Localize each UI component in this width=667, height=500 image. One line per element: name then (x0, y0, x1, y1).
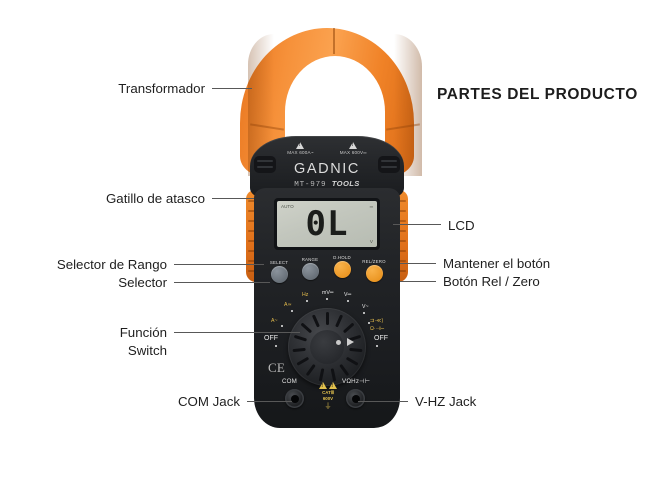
callout-gatillo-de-atasco: Gatillo de atasco (105, 191, 205, 206)
callout-funcion-switch-line2: Switch (127, 343, 167, 358)
callout-com-jack: COM Jack (177, 394, 240, 409)
range-button-label: RANGE (301, 257, 319, 262)
dial-mark-hz: Hz (302, 292, 309, 298)
cat-category-text: CATⅢ (322, 390, 334, 395)
ce-mark-icon: C E (268, 360, 285, 375)
rel-zero-button[interactable]: REL/ZERO (361, 259, 387, 282)
dial-mark-off-right: OFF (374, 335, 388, 342)
leader-transformador (212, 88, 252, 89)
cat-voltage-text: 600V (322, 396, 334, 401)
max-voltage-rating: MAX 600V═ (340, 142, 367, 156)
max-current-rating: MAX 600A~ (287, 142, 314, 156)
warning-triangle-icon (319, 382, 327, 389)
dial-tick-ohm (368, 322, 370, 324)
lcd-segment-unit: V (369, 239, 373, 244)
cat-rating-warning: CATⅢ 600V ⏚ (313, 382, 343, 410)
callout-mantener-el-boton: Mantener el botón (443, 256, 551, 271)
leader-selector-de-rango (174, 264, 264, 265)
lcd-segment-auto: AUTO (281, 204, 294, 209)
jaw-seam-top (333, 28, 335, 54)
function-switch-area: Hz mV═ V═ A≃ V~ A~ ⇉·≪) Ω·⊣⊢ OFF OFF (262, 290, 392, 398)
warning-triangle-icon (296, 142, 305, 149)
dial-mark-diode: ⇉·≪) (370, 318, 384, 324)
callout-selector-de-rango: Selector de Rango (56, 257, 167, 272)
max-voltage-text: MAX 600V═ (339, 150, 367, 155)
warning-triangles (313, 382, 343, 389)
button-row: SELECT RANGE D.HOLD REL/ZERO (266, 255, 388, 290)
model-line: MT-979 TOOLS (250, 179, 404, 189)
max-current-text: MAX 600A~ (287, 150, 314, 155)
dial-tick-mv (326, 298, 328, 300)
com-jack-label: COM (282, 378, 298, 385)
dial-pointer-icon (347, 338, 354, 346)
model-suffix: TOOLS (331, 179, 360, 188)
callout-boton-rel-zero: Botón Rel / Zero (443, 274, 540, 289)
range-button[interactable]: RANGE (297, 257, 323, 280)
callout-funcion-switch-line1: Función (119, 325, 167, 340)
leader-com-jack (247, 401, 292, 402)
meter-body: AUTO ═ 0L V SELECT RANGE D.HOLD (254, 188, 400, 428)
data-hold-button-label: D.HOLD (333, 255, 351, 260)
meter-head: MAX 600A~ MAX 600V═ GADNIC MT-979 TOOLS (250, 136, 404, 198)
vhz-jack-label: VΩHz⊣⊢ (342, 378, 371, 385)
callout-lcd: LCD (448, 218, 475, 233)
dial-indicator-dot (336, 340, 341, 345)
dial-mark-ohm: Ω·⊣⊢ (370, 326, 385, 332)
dial-mark-mv: mV═ (322, 290, 334, 296)
dial-tick-vdc (347, 300, 349, 302)
page-title: PARTES DEL PRODUCTO (437, 86, 638, 103)
dial-mark-off-left: OFF (264, 335, 278, 342)
select-button[interactable]: SELECT (266, 260, 292, 283)
head-vent-left (254, 156, 276, 173)
callout-v-hz-jack: V-HZ Jack (415, 394, 477, 409)
input-jacks-area: COM VΩHz⊣⊢ CATⅢ 600V ⏚ (254, 376, 400, 422)
rel-zero-button-label: REL/ZERO (362, 259, 386, 264)
model-code: MT-979 (294, 181, 327, 189)
leader-lcd (393, 224, 441, 225)
dial-tick-a-ac (281, 325, 283, 327)
leader-gatillo-de-atasco (212, 198, 254, 199)
clamp-meter-illustration: MAX 600A~ MAX 600V═ GADNIC MT-979 TOOLS … (232, 28, 422, 428)
function-switch-dial[interactable] (288, 308, 366, 386)
lcd-bezel: AUTO ═ 0L V (274, 198, 380, 250)
lcd-reading: 0L (305, 204, 349, 244)
callout-selector: Selector (118, 275, 167, 290)
head-vent-right (378, 156, 400, 173)
vhz-jack-port[interactable] (346, 389, 365, 408)
brand-name: GADNIC (294, 161, 360, 177)
dial-tick-hz (306, 300, 308, 302)
dial-mark-vac: V~ (362, 304, 369, 310)
dial-tick-a-acdc (291, 310, 293, 312)
range-button-cap[interactable] (301, 263, 319, 280)
select-button-label: SELECT (269, 260, 289, 265)
dial-tick-off-left (275, 345, 277, 347)
warning-triangle-icon (329, 382, 337, 389)
ground-symbol-icon: ⏚ (324, 403, 332, 410)
data-hold-button-cap[interactable] (333, 261, 351, 278)
dial-tick-vac (363, 312, 365, 314)
dial-hub (310, 330, 344, 364)
lcd-screen: AUTO ═ 0L V (277, 201, 377, 247)
select-button-cap[interactable] (270, 266, 288, 283)
max-rating-row: MAX 600A~ MAX 600V═ (250, 142, 404, 156)
dial-mark-vdc: V═ (344, 292, 352, 298)
rel-zero-button-cap[interactable] (365, 265, 383, 282)
leader-v-hz-jack (358, 401, 408, 402)
dial-mark-a-acdc: A≃ (284, 302, 292, 308)
leader-funcion-switch (174, 332, 300, 333)
dial-mark-a-ac: A~ (271, 318, 278, 324)
leader-selector (174, 282, 270, 283)
leader-boton-rel-zero (400, 281, 436, 282)
callout-transformador: Transformador (118, 81, 205, 96)
warning-triangle-icon (349, 142, 358, 149)
com-jack-port[interactable] (285, 389, 304, 408)
data-hold-button[interactable]: D.HOLD (329, 255, 355, 278)
lcd-segment-dc: ═ (369, 204, 373, 209)
dial-tick-off-right (376, 345, 378, 347)
leader-mantener-el-boton (400, 263, 436, 264)
